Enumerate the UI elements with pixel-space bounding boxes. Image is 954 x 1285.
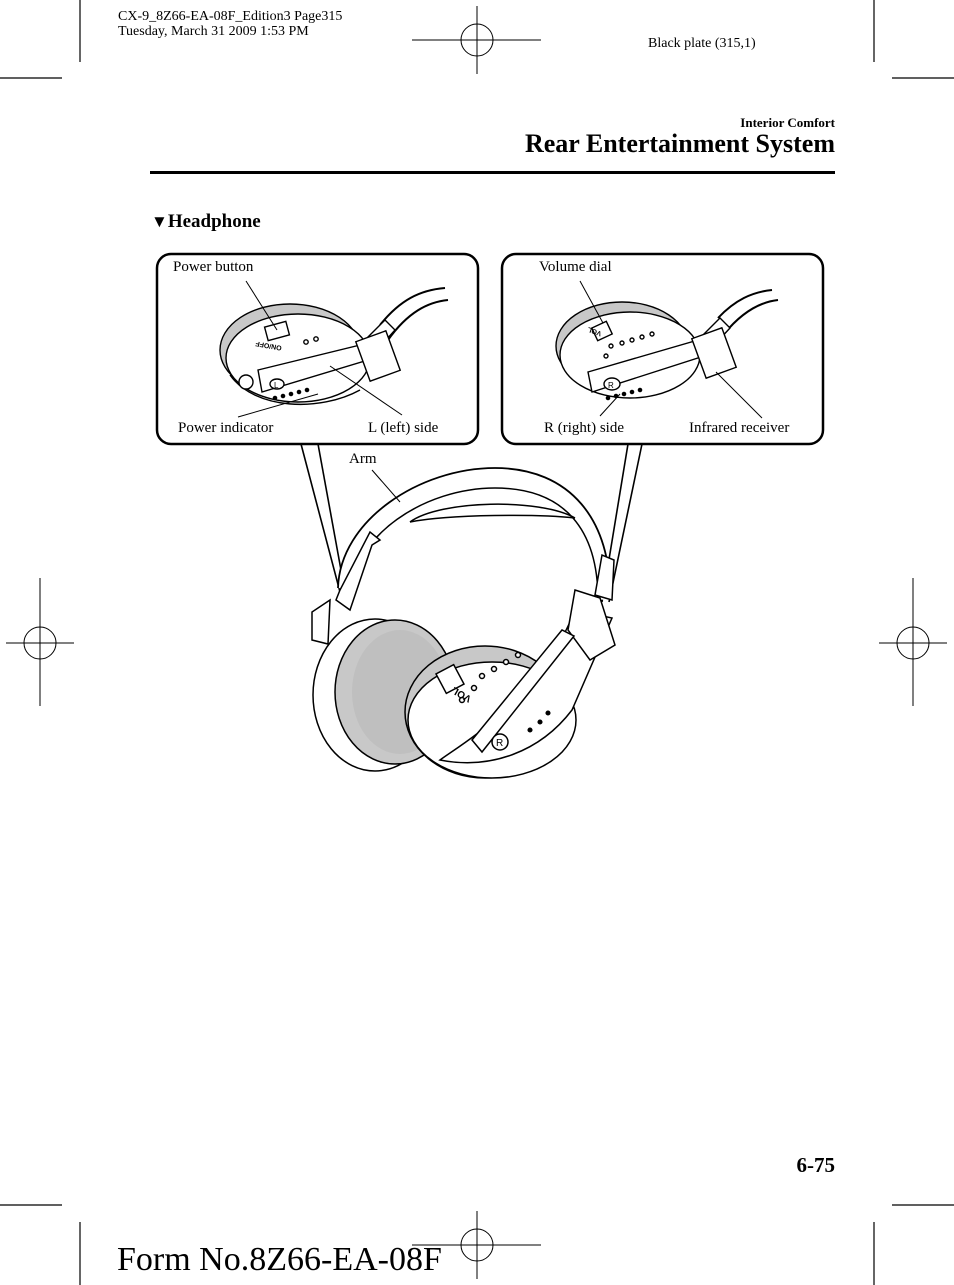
registration-mark-bottom [412,1211,541,1279]
on-off-switch-label: ON/OFF [254,339,282,351]
left-earcup-detail [219,287,449,405]
right-earcup-detail [555,289,779,401]
registration-mark-right [879,578,947,706]
right-side-label: R (right) side [544,420,624,436]
form-number: Form No.8Z66-EA-08F [117,1241,442,1278]
right-panel-leaders [579,280,763,419]
infrared-receiver-label: Infrared receiver [689,420,790,436]
arm-label: Arm [349,451,377,467]
subsection-title: Headphone [167,211,261,232]
volume-dial-label: Volume dial [539,259,612,275]
file-info: CX-9_8Z66-EA-08F_Edition3 Page315 [118,9,343,24]
arm-leader-line [371,469,401,503]
headphone-main [311,467,616,779]
header-rule [150,171,835,174]
power-indicator-label: Power indicator [178,420,274,436]
subsection-heading: ▼Headphone [151,211,261,233]
left-panel-leaders [237,280,403,418]
print-date: Tuesday, March 31 2009 1:53 PM [118,24,309,39]
power-button-label: Power button [173,259,254,275]
right-panel-vol-label: VOL [586,325,603,337]
plate-label: Black plate (315,1) [648,36,756,51]
left-side-letter: L [274,381,279,390]
page-number: 6-75 [796,1153,836,1177]
registration-mark-left [6,578,74,706]
section-label: Interior Comfort [740,115,835,130]
triangle-marker-icon: ▼ [151,212,168,231]
left-side-label: L (left) side [368,420,439,436]
main-side-letter: R [496,738,503,749]
registration-mark-top [412,6,541,74]
right-panel-side-letter: R [608,381,614,390]
section-title: Rear Entertainment System [524,129,835,158]
